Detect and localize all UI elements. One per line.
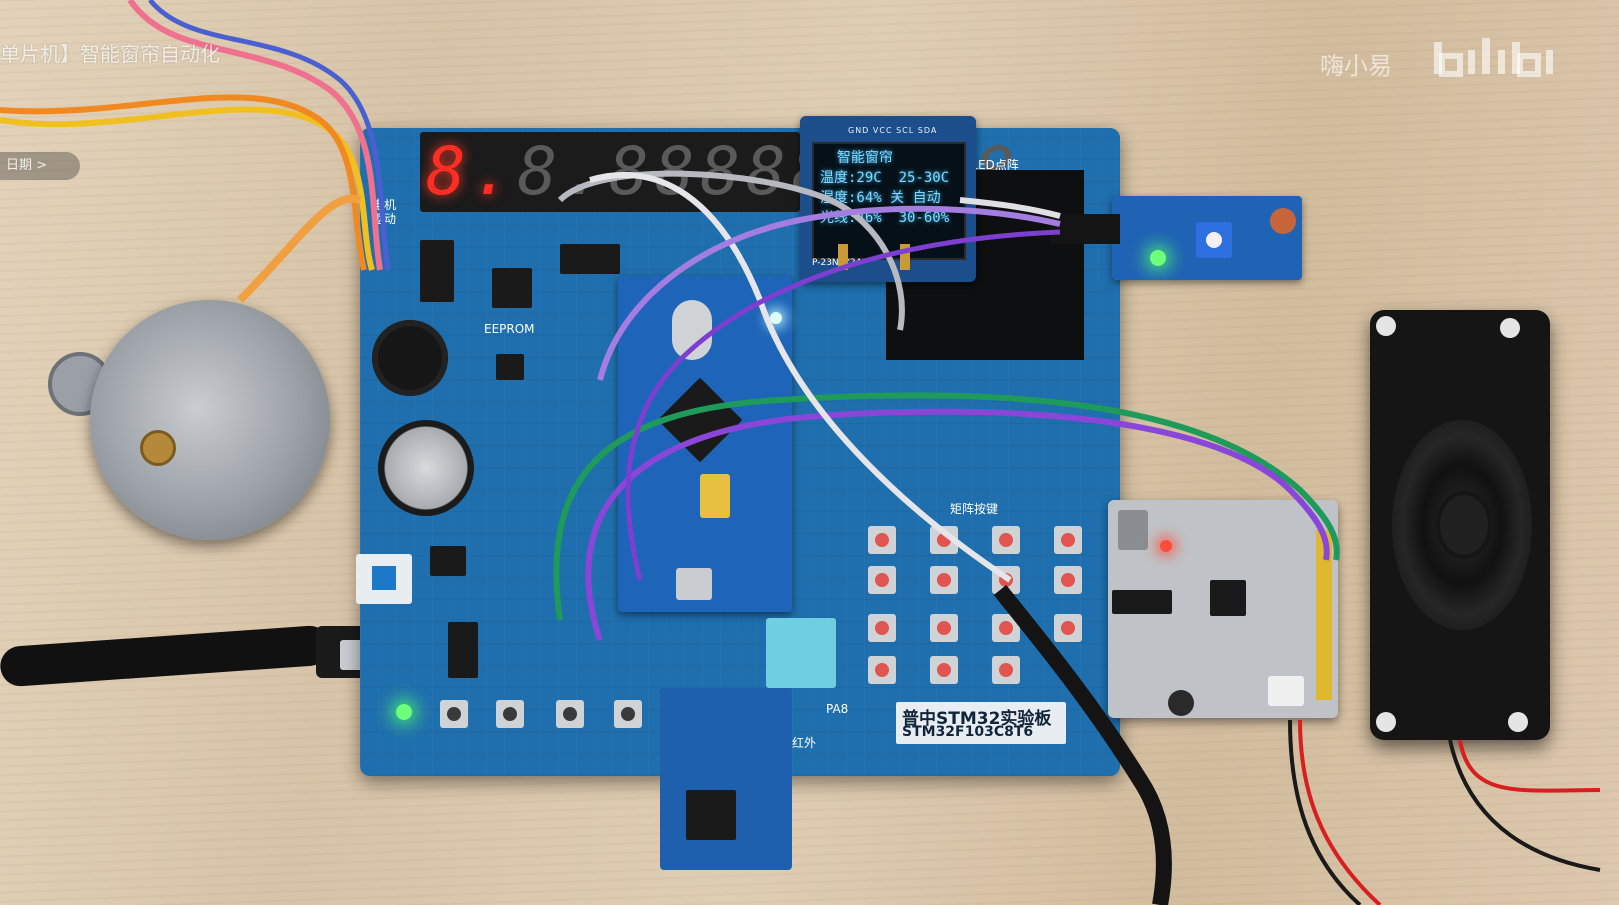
sensor-led — [1150, 250, 1166, 266]
pin-header — [1316, 530, 1332, 700]
speaker-wire-black — [1288, 719, 1362, 905]
matrix-key[interactable] — [868, 526, 896, 554]
micro-usb-port — [676, 568, 712, 600]
core-board-led — [770, 312, 782, 324]
matrix-key[interactable] — [868, 566, 896, 594]
coin-battery-icon — [378, 420, 474, 516]
motor-shaft — [140, 430, 176, 466]
wire-green — [553, 392, 1340, 621]
motor-wire-blue — [148, 0, 391, 271]
motor-wire-bundle — [237, 194, 362, 303]
power-switch-knob — [372, 566, 396, 590]
independent-key[interactable] — [496, 700, 524, 728]
oled-connector — [838, 244, 848, 270]
dht11-sensor — [766, 618, 836, 688]
oled-line-temperature: 温度:29C 25-30C — [820, 170, 950, 186]
motor-wire-pink — [127, 0, 383, 271]
dupont-connector — [1050, 214, 1120, 244]
boot-jumper — [700, 474, 730, 518]
buzzer-icon — [372, 320, 448, 396]
wire-purple-2 — [625, 229, 1061, 581]
speaker-out-red — [1458, 739, 1601, 793]
matrix-key[interactable] — [930, 614, 958, 642]
matrix-key[interactable] — [868, 656, 896, 684]
matrix-keys-label: 矩阵按键 — [950, 502, 999, 516]
usb-c-port — [1118, 510, 1148, 550]
board-name: 普中STM32实验板 — [902, 709, 1052, 729]
ldr-wire-white — [959, 197, 1061, 219]
chip — [1112, 590, 1172, 614]
voice-module-led — [1160, 540, 1172, 552]
matrix-key[interactable] — [1054, 566, 1082, 594]
video-title-watermark: 单片机】智能窗帘自动化 — [0, 42, 220, 66]
power-led — [396, 704, 412, 720]
speaker-connector — [1268, 676, 1304, 706]
speaker-dome — [1440, 495, 1488, 555]
chip — [448, 622, 478, 678]
rf-chip — [686, 790, 736, 840]
photoresistor — [1270, 208, 1296, 234]
speaker-out-black — [1448, 739, 1601, 872]
ir-label: 红外 — [792, 736, 817, 750]
eeprom-chip — [496, 354, 524, 380]
matrix-key[interactable] — [992, 614, 1020, 642]
motor-wire-yellow — [0, 106, 375, 271]
board-model: STM32F103C8T6 — [902, 724, 1034, 740]
independent-key[interactable] — [440, 700, 468, 728]
wire-white — [589, 172, 1012, 583]
oled-pin-labels: GND VCC SCL SDA — [848, 126, 938, 135]
board-name-plate: 普中STM32实验板 STM32F103C8T6 — [896, 702, 1066, 744]
wire-gray — [557, 170, 905, 331]
speaker-wire-red — [1298, 719, 1382, 905]
speaker-screw — [1508, 712, 1528, 732]
voice-chip — [1210, 580, 1246, 616]
microphone — [1168, 690, 1194, 716]
pa8-label: PA8 — [826, 702, 849, 716]
motor-wire-orange — [0, 94, 367, 271]
independent-key[interactable] — [614, 700, 642, 728]
oled-line-title: 智能窗帘 — [820, 150, 893, 166]
independent-key[interactable] — [556, 700, 584, 728]
side-tag[interactable]: 日期 > — [0, 152, 80, 180]
matrix-key[interactable] — [930, 656, 958, 684]
author-watermark: 嗨小易 — [1320, 52, 1392, 80]
bilibili-logo-icon — [1434, 38, 1553, 77]
wire-lavender — [597, 205, 1061, 381]
matrix-key[interactable] — [1054, 526, 1082, 554]
matrix-key[interactable] — [992, 656, 1020, 684]
chip — [492, 268, 532, 308]
rf-wire-black — [993, 585, 1172, 905]
wire-purple — [585, 408, 1330, 641]
stepper-motor-icon — [90, 300, 330, 540]
matrix-key[interactable] — [1054, 614, 1082, 642]
matrix-key[interactable] — [930, 566, 958, 594]
matrix-key[interactable] — [992, 526, 1020, 554]
oled-connector — [900, 244, 910, 270]
chip — [560, 244, 620, 274]
eeprom-label: EEPROM — [484, 322, 535, 336]
oled-screen: 智能窗帘 温度:29C 25-30C 湿度:64% 关 自动 光线:46% 30… — [812, 142, 966, 260]
oled-model-label: P-23N3Y24 — [812, 258, 862, 268]
speaker-screw — [1376, 712, 1396, 732]
power-switch[interactable] — [356, 554, 412, 604]
speaker-screw — [1500, 318, 1520, 338]
motor-driver-chip — [420, 240, 454, 302]
potentiometer — [1196, 222, 1232, 258]
matrix-key[interactable] — [868, 614, 896, 642]
speaker-screw — [1376, 316, 1396, 336]
regulator-chip — [430, 546, 466, 576]
